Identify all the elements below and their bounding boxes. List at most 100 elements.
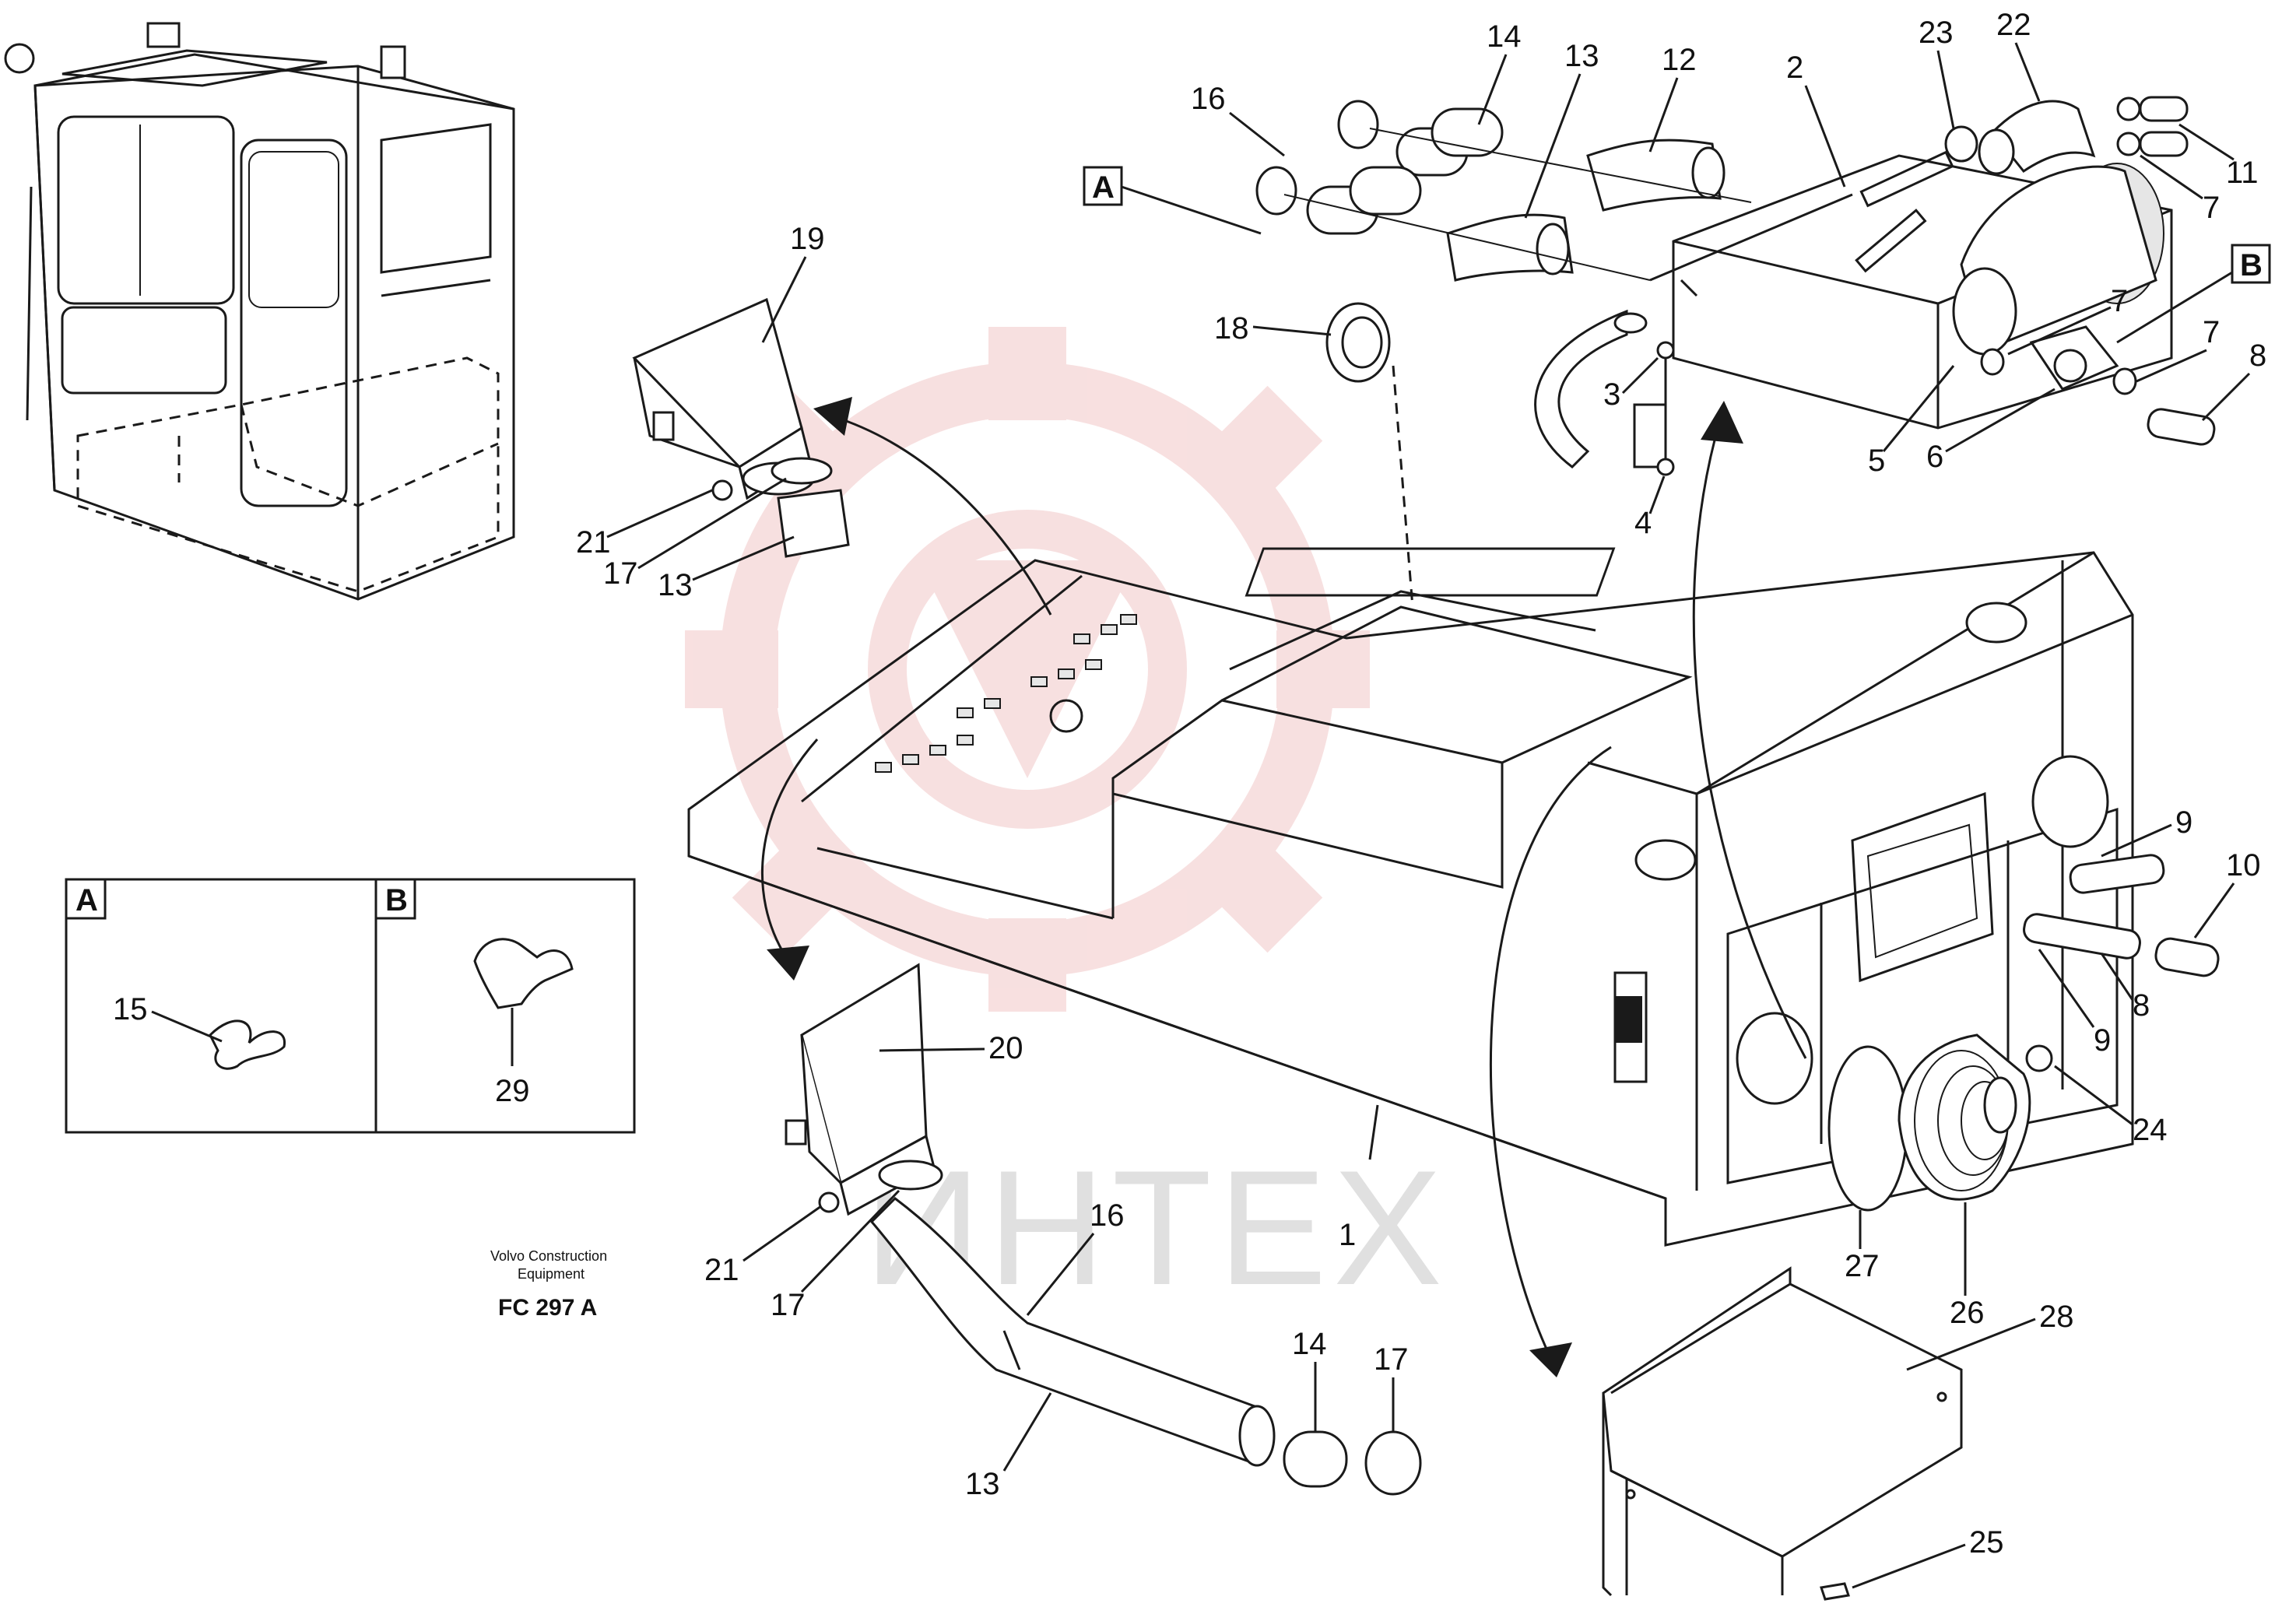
caption-code: FC 297 A (498, 1295, 597, 1321)
callout-23: 23 (1919, 16, 1954, 50)
heater-hose (1534, 309, 1648, 468)
callout-6: 6 (1926, 440, 1943, 474)
washer-4 (1656, 458, 1675, 476)
leader-3 (1621, 356, 1659, 395)
ref-marker-a: A (1092, 170, 1115, 205)
leader-16-top (1229, 111, 1285, 157)
hose-set-top (1255, 100, 1752, 282)
leader-20 (879, 1047, 985, 1052)
clip-15-part (151, 1010, 286, 1070)
callout-21-bottom: 21 (704, 1253, 739, 1287)
leader-27 (1906, 1318, 2036, 1371)
callout-9-lower: 9 (2094, 1023, 2111, 1058)
leader-16-bottom (1026, 1233, 1095, 1316)
leader-9-upper (2101, 823, 2172, 858)
callout-27: 28 (2039, 1300, 2074, 1334)
clamp-7-c (2112, 367, 2137, 395)
callout-7-a: 7 (2203, 191, 2220, 225)
leader-7-c (2136, 349, 2207, 383)
leader-7-b (2007, 306, 2112, 356)
callout-17-top: 17 (603, 556, 638, 591)
leader-12 (1648, 77, 1679, 153)
caption-maker-line1: Volvo Construction (490, 1248, 607, 1264)
sleeve-14-bottom (1283, 1430, 1348, 1488)
leader-marker-b (2116, 271, 2233, 344)
callout-14-bottom: 14 (1292, 1327, 1327, 1361)
callout-13-upper: 13 (658, 568, 693, 602)
callout-12: 12 (1662, 43, 1697, 77)
tube-8-top (2147, 408, 2216, 446)
screw-21-bottom (818, 1191, 840, 1213)
callout-16-bottom: 16 (1090, 1198, 1125, 1233)
arrowhead-to-tray (1529, 1342, 1572, 1377)
leader-17-bottom (800, 1189, 900, 1293)
callout-9-upper: 9 (2175, 805, 2192, 840)
screw-21-top (711, 479, 733, 501)
callout-15: 15 (113, 992, 148, 1026)
inset-b-label: B (385, 883, 408, 918)
ref-marker-a-box (1083, 166, 1123, 206)
callout-4: 4 (1634, 506, 1652, 540)
plug-10 (2154, 937, 2220, 977)
clamp-17-top (771, 457, 833, 485)
clamp-7-b (1980, 348, 2005, 376)
callout-8-top: 8 (2249, 339, 2266, 373)
arrow-heater-up (1692, 419, 1807, 1059)
leader-21-top (606, 489, 713, 539)
leader-24 (2054, 1065, 2133, 1126)
arrow-to-19 (832, 415, 1052, 616)
dashed-18-to-frame (1392, 365, 1414, 608)
callout-14-top: 14 (1487, 19, 1522, 54)
arrowhead-heater-up (1701, 401, 1743, 444)
callout-17-right: 17 (1374, 1342, 1409, 1377)
inset-panel: A B 15 29 (65, 878, 636, 1134)
arrow-to-tray (1490, 746, 1612, 1355)
callout-17-bottom: 17 (771, 1288, 806, 1322)
callout-11: 11 (2226, 156, 2259, 190)
clamp-17-bottom (878, 1160, 943, 1191)
callout-5: 5 (1868, 444, 1885, 478)
hose-13-upper (777, 489, 850, 558)
hose-13-lower (869, 1197, 1276, 1467)
leader-13-lower (1002, 1392, 1052, 1472)
outlet-hose-22 (1944, 100, 2096, 175)
leader-17-top (637, 477, 787, 570)
caption-maker-line2: Equipment (518, 1266, 585, 1282)
callout-3: 3 (1603, 377, 1620, 412)
callout-16-top: 16 (1191, 82, 1226, 116)
leader-13-upper (692, 535, 795, 581)
callout-24: 24 (2133, 1113, 2168, 1147)
arrow-to-20 (761, 739, 819, 958)
clamp-17-right (1364, 1430, 1422, 1496)
callout-29: 29 (495, 1074, 530, 1108)
grommet-18 (1325, 302, 1391, 383)
leader-marker-a (1121, 185, 1262, 235)
leader-18 (1252, 325, 1332, 336)
leader-13-top (1524, 73, 1582, 219)
pipe-9-lower (2023, 913, 2141, 960)
leader-4 (1648, 475, 1666, 514)
callout-2: 2 (1786, 51, 1803, 85)
callout-28: 25 (1969, 1525, 2004, 1560)
callout-7-c: 7 (2203, 315, 2220, 349)
pipe-9-upper (2069, 854, 2165, 894)
callout-10: 10 (2226, 848, 2261, 882)
arrowhead-to-19 (813, 397, 852, 436)
callout-21-top: 21 (576, 525, 611, 560)
callout-1: 1 (1339, 1218, 1356, 1252)
leader-19 (761, 256, 807, 343)
clamp-26 (1827, 1045, 1908, 1212)
callout-20: 20 (988, 1031, 1023, 1065)
leader-2 (1804, 85, 1846, 188)
tray-27 (1602, 1266, 1963, 1597)
callout-26: 27 (1845, 1249, 1880, 1283)
callout-13-top: 13 (1564, 39, 1599, 73)
leader-7-a (2140, 154, 2203, 200)
screw-28 (1820, 1582, 1850, 1601)
leader-8-bottom (2100, 953, 2134, 1001)
callout-7-b: 7 (2111, 284, 2128, 318)
callout-8-bottom: 8 (2133, 988, 2150, 1023)
floor-slots (875, 614, 1137, 773)
clip-29-part (473, 938, 574, 1066)
